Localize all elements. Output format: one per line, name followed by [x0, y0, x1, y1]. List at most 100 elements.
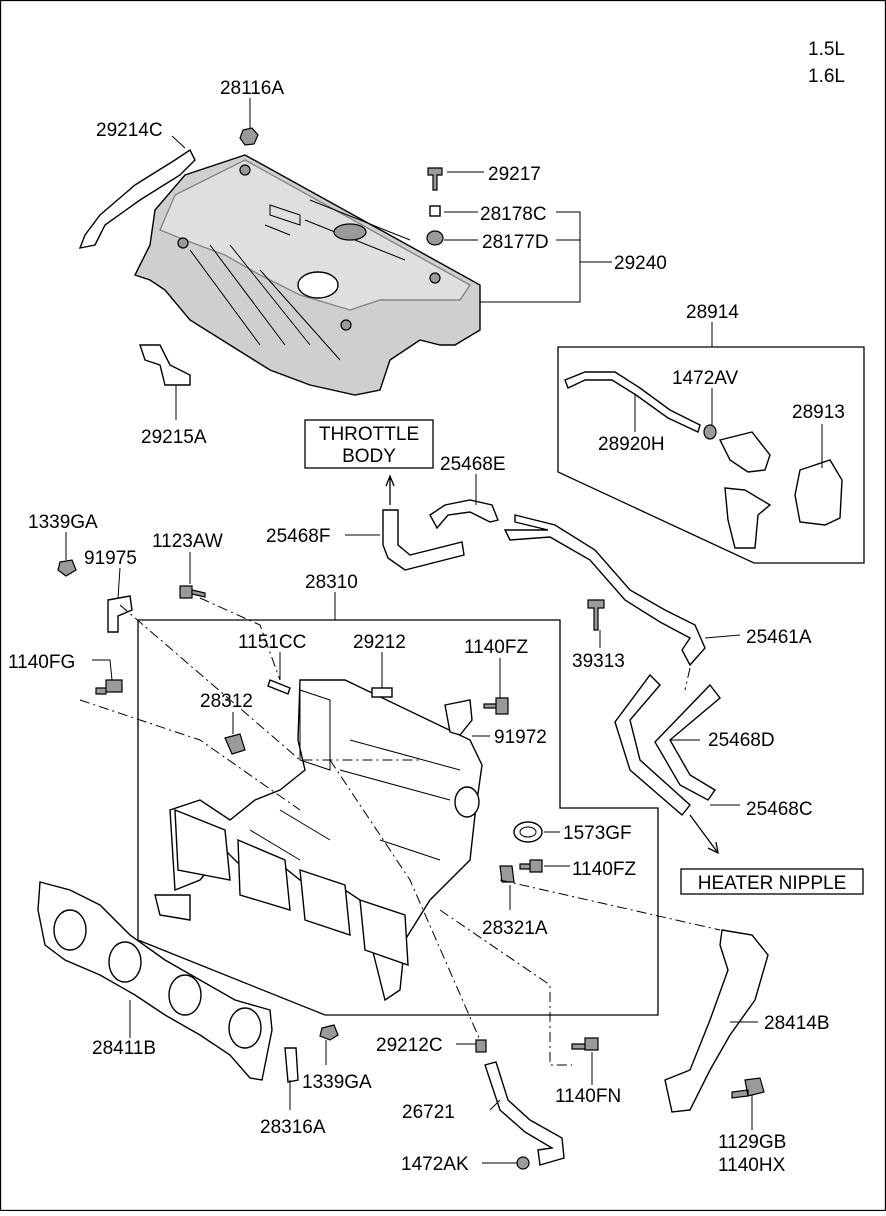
- box-28914: [557, 346, 865, 564]
- nut-1339GA-bot: [319, 1024, 339, 1041]
- holder-28913: [794, 459, 843, 526]
- bolt-39313: [587, 599, 605, 631]
- label-25461A: 25461A: [746, 627, 812, 648]
- hose-25468D: [614, 673, 691, 817]
- clamp-1472AV: [703, 424, 717, 440]
- label-91975: 91975: [84, 548, 137, 569]
- tube-28920H: [564, 371, 701, 433]
- nut-28116A: [239, 127, 259, 146]
- label-29215A: 29215A: [141, 427, 207, 448]
- hose-25468E: [429, 499, 499, 530]
- throttle-label-1: THROTTLE: [319, 424, 419, 445]
- bracket-29214C: [78, 148, 196, 249]
- bracket-91975: [107, 595, 133, 633]
- label-29212C: 29212C: [376, 1035, 443, 1056]
- seal-1573GF: [513, 821, 543, 843]
- intake-manifold: [154, 679, 483, 1002]
- centerline-7: [684, 667, 691, 691]
- label-25468E: 25468E: [440, 454, 506, 475]
- label-28920H: 28920H: [598, 434, 665, 455]
- centerline-3: [199, 597, 281, 681]
- label-1472AV: 1472AV: [672, 368, 739, 389]
- bolt-1140FN: [571, 1037, 599, 1051]
- centerline-4: [329, 759, 481, 1041]
- leader-lines: [65, 98, 823, 1164]
- pin-29212: [371, 687, 393, 698]
- label-1472AK: 1472AK: [401, 1154, 469, 1175]
- label-28312: 28312: [200, 691, 253, 712]
- label-29214C: 29214C: [96, 120, 163, 141]
- label-25468D: 25468D: [708, 730, 775, 751]
- pin-29212C: [475, 1039, 487, 1053]
- centerline-6: [439, 909, 572, 1066]
- label-1140FN: 1140FN: [555, 1086, 621, 1107]
- label-28414B: 28414B: [764, 1013, 830, 1034]
- engine-code-1: 1.5L: [808, 39, 845, 60]
- pipe-25461A: [503, 514, 706, 667]
- label-29240: 29240: [614, 253, 667, 274]
- label-1140HX: 1140HX: [718, 1155, 786, 1176]
- label-39313: 39313: [572, 651, 625, 672]
- heater-nipple-label: HEATER NIPPLE: [698, 873, 847, 894]
- label-1129GB: 1129GB: [718, 1132, 786, 1153]
- throttle-label-2: BODY: [342, 446, 396, 467]
- label-1573GF: 1573GF: [563, 823, 632, 844]
- label-1151CC: 1151CC: [238, 632, 306, 653]
- bolt-1140FG: [95, 679, 123, 695]
- throttle-arrow: [385, 474, 395, 505]
- label-1339GA-top: 1339GA: [28, 512, 98, 533]
- bracket-29215A: [139, 344, 191, 386]
- centerline-2: [79, 699, 301, 811]
- label-28316A: 28316A: [260, 1117, 326, 1138]
- label-25468C: 25468C: [746, 799, 813, 820]
- heater-nipple-box: [680, 868, 864, 895]
- label-28914: 28914: [686, 302, 739, 323]
- bolt-1129GB: [731, 1077, 765, 1099]
- stay-28414B: [664, 929, 769, 1113]
- valve-bracket: [724, 487, 772, 549]
- label-28177D: 28177D: [482, 232, 549, 253]
- bolt-1123AW: [179, 585, 206, 599]
- engine-code-2: 1.6L: [808, 66, 845, 87]
- label-28321A: 28321A: [482, 918, 548, 939]
- label-26721: 26721: [402, 1102, 455, 1123]
- heater-arrow: [689, 814, 719, 855]
- label-1140FZ-mid: 1140FZ: [572, 859, 636, 880]
- grommet-28177D: [426, 230, 444, 246]
- shield-28316A: [284, 1047, 299, 1083]
- label-28178C: 28178C: [480, 204, 547, 225]
- cap-28178C: [429, 205, 441, 217]
- stud-28321A: [499, 865, 515, 883]
- label-28913: 28913: [792, 402, 845, 423]
- label-25468F: 25468F: [266, 526, 330, 547]
- hose-25468F: [382, 509, 465, 571]
- stud-1151CC: [267, 679, 291, 695]
- label-28116A: 28116A: [220, 78, 284, 99]
- part-labels: 28116A 29214C 29217 28178C 28177D 29240 …: [8, 78, 845, 1176]
- box-28310: [137, 619, 659, 1016]
- gasket-28411B: [37, 881, 273, 1081]
- hose-26721: [484, 1061, 565, 1166]
- centerline-5: [499, 879, 721, 931]
- label-1339GA-bot: 1339GA: [302, 1072, 372, 1093]
- bolt-1140FZ-mid: [519, 859, 543, 873]
- bolt-1140FZ-top: [483, 697, 509, 715]
- clamp-1472AK: [516, 1156, 530, 1170]
- throttle-body-box: [304, 419, 434, 469]
- label-1140FZ-top: 1140FZ: [464, 637, 528, 658]
- label-91972: 91972: [494, 727, 547, 748]
- sensor-28312: [224, 733, 246, 755]
- valve-body: [718, 431, 771, 473]
- label-1123AW: 1123AW: [152, 531, 223, 552]
- bolt-29217: [427, 167, 443, 191]
- bracket-91972: [444, 699, 473, 736]
- engine-cover: [134, 154, 481, 396]
- nut-1339GA-top: [57, 559, 77, 577]
- label-28310: 28310: [305, 572, 358, 593]
- hose-25468C: [654, 683, 721, 801]
- label-28411B: 28411B: [92, 1038, 156, 1059]
- label-1140FG: 1140FG: [8, 652, 75, 673]
